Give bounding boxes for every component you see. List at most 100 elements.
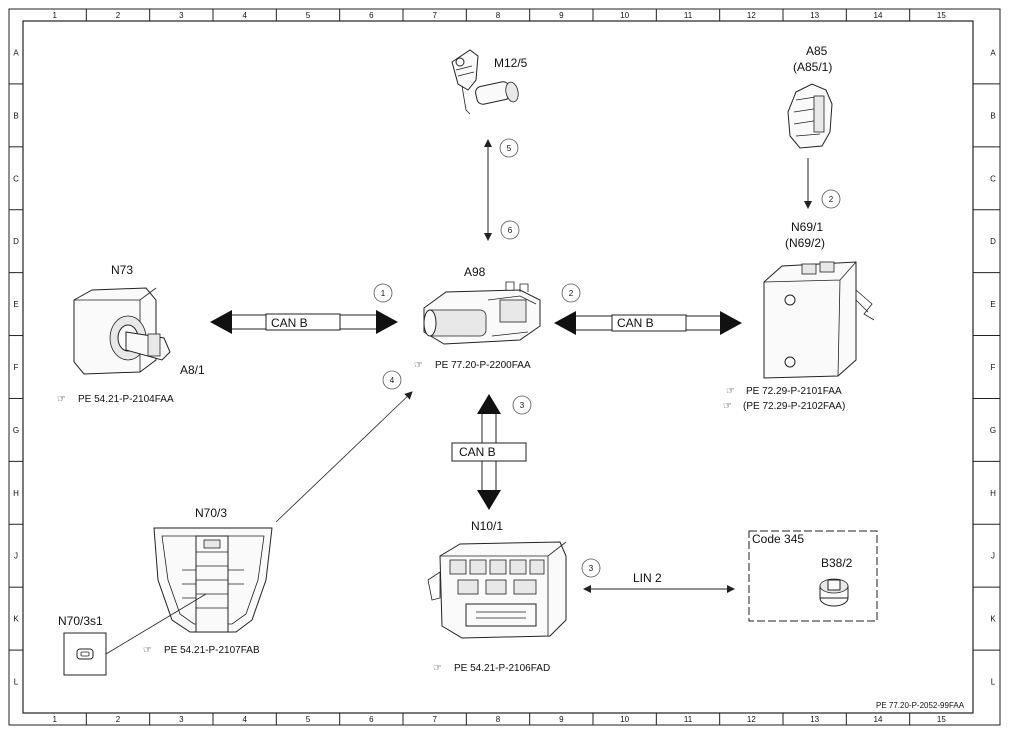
n70-3s1-label: N70/3s1 bbox=[58, 614, 103, 628]
grid-row-label: C bbox=[990, 174, 996, 183]
grid-row-label: G bbox=[990, 426, 996, 435]
ignition-switch-icon bbox=[73, 287, 171, 375]
grid-row-label: A bbox=[990, 48, 996, 57]
svg-text:2: 2 bbox=[829, 195, 834, 204]
grid-column-label: 9 bbox=[559, 11, 564, 20]
svg-text:4: 4 bbox=[390, 376, 395, 385]
grid-column-label: 5 bbox=[306, 11, 311, 20]
n69-1-component: N69/1 (N69/2) PE 72.29-P-2101FAA (PE 72.… bbox=[743, 220, 875, 412]
a98-component: A98 PE 77.20-P-2200FAA bbox=[423, 265, 541, 371]
hand-pointer-icon: ☞ bbox=[723, 401, 732, 412]
grid-row-label: B bbox=[990, 111, 995, 120]
n70-a98-link bbox=[275, 391, 413, 523]
grid-row-label: A bbox=[13, 48, 19, 57]
rain-sensor-icon bbox=[819, 578, 849, 607]
marker-5: 5 bbox=[499, 138, 519, 158]
n70-3-component: N70/3 PE 54.21-P-2107FAB bbox=[153, 506, 273, 656]
n73-label: N73 bbox=[111, 263, 133, 277]
drawing-frame bbox=[8, 8, 1001, 726]
n69-1-ref-1: PE 72.29-P-2101FAA bbox=[746, 386, 842, 397]
code-345-label: Code 345 bbox=[752, 532, 804, 546]
grid-column-label: 6 bbox=[369, 11, 374, 20]
grid-row-label: H bbox=[13, 489, 19, 498]
marker-2-a98: 2 bbox=[561, 283, 581, 303]
grid-row-label: D bbox=[13, 237, 19, 246]
reference-hand-icons: ☞ ☞ ☞ ☞ ☞ ☞ bbox=[57, 360, 735, 674]
n10-1-label: N10/1 bbox=[471, 519, 503, 533]
grid-column-label: 7 bbox=[432, 715, 437, 724]
m12-5-label: M12/5 bbox=[494, 56, 528, 70]
svg-text:3: 3 bbox=[520, 401, 525, 410]
can-bus-left: CAN B bbox=[210, 310, 398, 334]
grid-row-label: K bbox=[990, 615, 996, 624]
code-345-box: Code 345 B38/2 bbox=[748, 530, 878, 622]
grid-column-label: 12 bbox=[747, 715, 756, 724]
n70-3-label: N70/3 bbox=[195, 506, 227, 520]
drawing-code: PE 77.20-P-2052-99FAA bbox=[876, 701, 965, 710]
marker-3-lin: 3 bbox=[581, 558, 601, 578]
marker-3-can: 3 bbox=[512, 395, 532, 415]
switch-button-icon bbox=[76, 648, 94, 660]
grid-column-label: 8 bbox=[496, 11, 501, 20]
a98-label: A98 bbox=[464, 265, 486, 279]
grid-column-label: 9 bbox=[559, 715, 564, 724]
grid-row-label: B bbox=[13, 111, 18, 120]
grid-column-label: 11 bbox=[684, 715, 693, 724]
grid-column-label: 1 bbox=[52, 11, 57, 20]
grid-column-label: 7 bbox=[432, 11, 437, 20]
grid-column-label: 3 bbox=[179, 715, 184, 724]
n69-1-label: N69/1 bbox=[791, 220, 823, 234]
hand-pointer-icon: ☞ bbox=[143, 645, 152, 656]
grid-row-label: G bbox=[13, 426, 19, 435]
hand-pointer-icon: ☞ bbox=[414, 360, 423, 371]
grid-row-label: H bbox=[990, 489, 996, 498]
n69-1-ref-2: (PE 72.29-P-2102FAA) bbox=[743, 401, 845, 412]
grid-column-label: 3 bbox=[179, 11, 184, 20]
n73-ref: PE 54.21-P-2104FAA bbox=[78, 394, 174, 405]
grid-row-label: K bbox=[13, 615, 19, 624]
grid-column-label: 10 bbox=[620, 11, 629, 20]
a98-ref: PE 77.20-P-2200FAA bbox=[435, 360, 531, 371]
svg-text:1: 1 bbox=[381, 289, 386, 298]
b38-2-label: B38/2 bbox=[821, 556, 853, 570]
control-module-icon bbox=[763, 261, 875, 379]
can-bus-right: CAN B bbox=[554, 311, 742, 335]
grid-row-label: E bbox=[990, 300, 995, 309]
can-left-label: CAN B bbox=[271, 316, 308, 330]
overhead-panel-icon bbox=[153, 527, 273, 633]
grid-column-label: 15 bbox=[937, 715, 946, 724]
grid-row-label: J bbox=[14, 552, 18, 561]
n70-3s1-component: N70/3s1 bbox=[58, 593, 207, 676]
grid-column-label: 4 bbox=[242, 11, 247, 20]
grid-column-label: 2 bbox=[116, 715, 121, 724]
grid-column-label: 1 bbox=[52, 715, 57, 724]
svg-text:2: 2 bbox=[569, 289, 574, 298]
grid-column-label: 15 bbox=[937, 11, 946, 20]
grid-row-label: F bbox=[991, 363, 996, 372]
marker-4: 4 bbox=[382, 370, 402, 390]
grid-column-label: 8 bbox=[496, 715, 501, 724]
hand-pointer-icon: ☞ bbox=[726, 386, 735, 397]
lin-label: LIN 2 bbox=[633, 571, 662, 585]
a85-label: A85 bbox=[806, 44, 828, 58]
m12-5-component: M12/5 bbox=[451, 49, 528, 115]
grid-row-label: L bbox=[991, 678, 996, 687]
grid-column-label: 13 bbox=[810, 715, 819, 724]
roof-module-icon bbox=[423, 281, 541, 345]
grid-column-label: 14 bbox=[874, 715, 883, 724]
hand-pointer-icon: ☞ bbox=[57, 394, 66, 405]
marker-6: 6 bbox=[500, 220, 520, 240]
grid-row-label: C bbox=[13, 174, 19, 183]
grid-row-label: L bbox=[14, 678, 19, 687]
a8-1-label: A8/1 bbox=[180, 363, 205, 377]
motor-icon bbox=[451, 49, 519, 115]
n69-1-sublabel: (N69/2) bbox=[785, 236, 825, 250]
sam-module-icon bbox=[427, 541, 567, 639]
svg-text:5: 5 bbox=[507, 144, 512, 153]
n10-1-ref: PE 54.21-P-2106FAD bbox=[454, 663, 550, 674]
n70-3-ref: PE 54.21-P-2107FAB bbox=[164, 645, 260, 656]
